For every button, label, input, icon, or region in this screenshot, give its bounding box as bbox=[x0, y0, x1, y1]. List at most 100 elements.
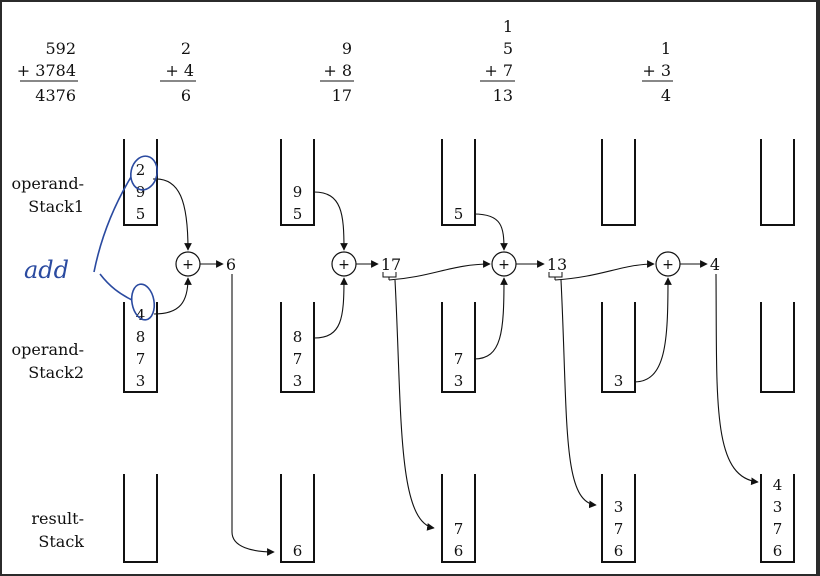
plus-icon: + bbox=[662, 257, 674, 273]
label-operand-stack1-line2: Stack1 bbox=[28, 197, 84, 216]
handwritten-annotation: add bbox=[24, 155, 158, 321]
annotation-text: add bbox=[24, 256, 69, 284]
stack-item: 7 bbox=[454, 350, 464, 368]
sum-bottom: + 7 bbox=[484, 61, 513, 80]
stack-container bbox=[441, 139, 476, 226]
arrow-carry bbox=[554, 260, 655, 281]
stack-result-step-2: 76 bbox=[441, 474, 476, 563]
stack-item: 3 bbox=[614, 498, 624, 516]
stack-operand1-step-1: 95 bbox=[280, 139, 315, 226]
stack-item: 7 bbox=[136, 350, 146, 368]
stack-container bbox=[601, 302, 636, 393]
arrow-pop-stack2 bbox=[473, 277, 508, 360]
stack-item: 7 bbox=[454, 520, 464, 538]
stack-item: 5 bbox=[293, 205, 303, 223]
arrow-pop-stack2 bbox=[633, 277, 672, 383]
stack-operand1-step-3 bbox=[601, 139, 636, 226]
adder-output: 17 bbox=[381, 255, 401, 274]
sum-top: 592 bbox=[45, 39, 76, 58]
sum-result: 4 bbox=[661, 86, 671, 105]
adder-3: + 13 bbox=[491, 251, 567, 277]
circle-mark-top bbox=[130, 155, 158, 191]
stack-item: 6 bbox=[773, 542, 783, 560]
ink-stroke-lower bbox=[99, 273, 133, 301]
stack-container bbox=[280, 474, 315, 563]
label-result-stack-line2: Stack bbox=[38, 532, 84, 551]
sum-top: 1 bbox=[661, 39, 671, 58]
sum-top: 5 bbox=[503, 39, 513, 58]
arrow-carry bbox=[388, 260, 491, 281]
stack-container bbox=[123, 139, 158, 226]
stack-item: 3 bbox=[773, 498, 783, 516]
stack-operand1-step-2: 5 bbox=[441, 139, 476, 226]
stack-item: 6 bbox=[614, 542, 624, 560]
sum-result: 6 bbox=[181, 86, 191, 105]
stack-result-step-3: 376 bbox=[601, 474, 636, 563]
stack-container bbox=[280, 139, 315, 226]
arrow-push-result bbox=[231, 274, 275, 556]
adder-output: 13 bbox=[547, 255, 567, 274]
sum-result: 17 bbox=[332, 86, 352, 105]
arrow-push-result bbox=[715, 273, 759, 486]
stack-operand1-step-4 bbox=[760, 139, 795, 226]
arrow-pop-stack2 bbox=[313, 277, 348, 339]
flow-arrows bbox=[152, 178, 759, 556]
stack-item: 5 bbox=[136, 205, 146, 223]
sum-main: 592 + 3784 4376 bbox=[17, 39, 78, 105]
stack-item: 3 bbox=[136, 372, 146, 390]
stack-result-step-0 bbox=[123, 474, 158, 563]
stack-container bbox=[760, 302, 795, 393]
adder-output: 6 bbox=[226, 255, 236, 274]
sum-step-4: 1 + 3 4 bbox=[642, 39, 673, 105]
sum-bottom: + 3784 bbox=[17, 61, 76, 80]
stack-container bbox=[123, 474, 158, 563]
sum-step-3: 1 5 + 7 13 bbox=[480, 17, 515, 105]
stack-operand2-step-2: 73 bbox=[441, 302, 476, 393]
stack-item: 3 bbox=[454, 372, 464, 390]
stack-container bbox=[441, 474, 476, 563]
adder-2: + 17 bbox=[331, 251, 401, 277]
sum-step-2: 9 + 8 17 bbox=[320, 39, 354, 105]
sum-step-1: 2 + 4 6 bbox=[160, 39, 196, 105]
stack-item: 6 bbox=[454, 542, 464, 560]
label-result-stack-line1: result- bbox=[31, 509, 84, 528]
adder-4: + 4 bbox=[655, 251, 720, 277]
stack-container bbox=[760, 139, 795, 226]
sum-bottom: + 3 bbox=[642, 61, 671, 80]
arrow-push-result bbox=[560, 279, 597, 509]
stack-operand2-step-4 bbox=[760, 302, 795, 393]
label-operand-stack2-line2: Stack2 bbox=[28, 363, 84, 382]
plus-icon: + bbox=[338, 257, 350, 273]
arrow-pop-stack1 bbox=[473, 213, 508, 251]
stack-item: 5 bbox=[454, 205, 464, 223]
stack-item: 8 bbox=[293, 328, 303, 346]
stack-result-step-1: 6 bbox=[280, 474, 315, 563]
stack-item: 7 bbox=[773, 520, 783, 538]
stack-item: 2 bbox=[136, 161, 146, 179]
arrow-pop-stack1 bbox=[152, 178, 192, 251]
arrow-pop-stack2 bbox=[153, 277, 192, 315]
stack-item: 7 bbox=[293, 350, 303, 368]
plus-icon: + bbox=[182, 257, 194, 273]
sum-top: 9 bbox=[342, 39, 352, 58]
plus-icon: + bbox=[498, 257, 510, 273]
stack-container bbox=[601, 474, 636, 563]
circle-mark-bottom bbox=[130, 283, 156, 321]
sum-result: 13 bbox=[493, 86, 513, 105]
sum-top: 2 bbox=[181, 39, 191, 58]
label-operand-stack1-line1: operand- bbox=[12, 174, 84, 193]
sum-carry: 1 bbox=[503, 17, 513, 36]
stack-operand1-step-0: 295 bbox=[123, 139, 158, 226]
stack-container bbox=[123, 302, 158, 393]
adders: + 6 + 17 + 13 + 4 bbox=[175, 251, 720, 277]
arrow-push-result bbox=[394, 279, 435, 531]
stack-operand2-step-3: 3 bbox=[601, 302, 636, 393]
stack-container bbox=[601, 139, 636, 226]
stack-item: 4 bbox=[136, 306, 146, 324]
adder-1: + 6 bbox=[175, 251, 236, 277]
